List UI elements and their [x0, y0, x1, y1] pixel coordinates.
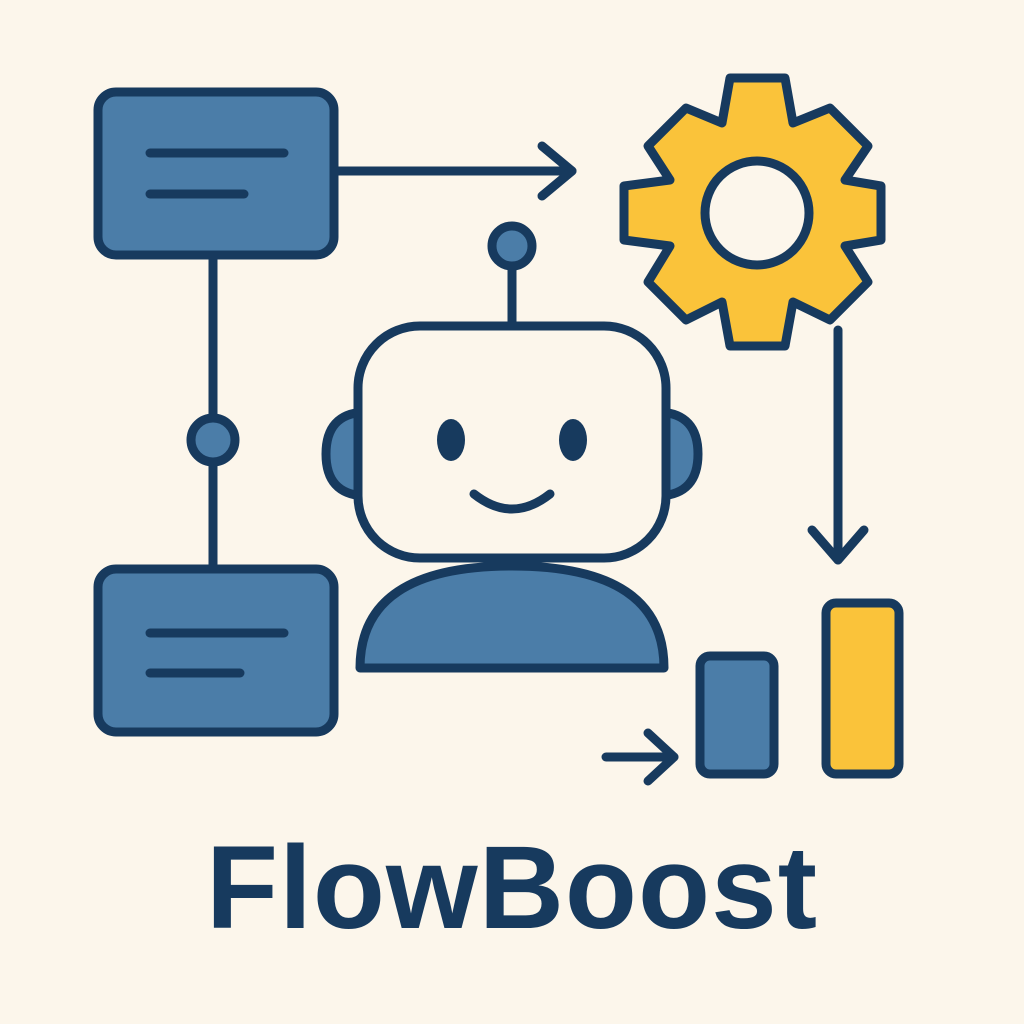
- arrow-down-icon: [807, 325, 869, 565]
- gear-icon: [619, 73, 886, 351]
- bar-chart-icon: [695, 598, 904, 779]
- chart-bar-short: [695, 651, 779, 779]
- connector-node-icon: [186, 413, 240, 467]
- arrow-into-chart-icon: [601, 728, 679, 786]
- chart-bar-tall: [821, 598, 904, 779]
- brand-wordmark: FlowBoost: [205, 822, 819, 954]
- robot-icon: [321, 221, 703, 673]
- arrow-right-icon: [331, 141, 577, 201]
- top-document-card-icon: [93, 87, 339, 260]
- bottom-document-card-icon: [93, 564, 339, 737]
